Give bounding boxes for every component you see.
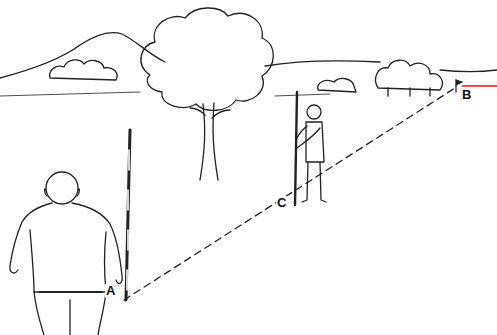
ranging-pole (126, 130, 130, 300)
bush-stems (388, 88, 430, 96)
red-line (462, 85, 497, 86)
hill-line (0, 33, 165, 78)
head (307, 105, 321, 119)
point-label: A (105, 284, 116, 298)
point-label: C (276, 196, 287, 210)
bush (50, 60, 117, 80)
pole-stripes (127, 150, 129, 290)
right-arm (72, 203, 122, 283)
bush (318, 79, 356, 92)
tree-crown (141, 8, 273, 110)
ears (45, 189, 80, 196)
legs (34, 292, 106, 335)
tree-trunk (190, 103, 230, 180)
flag (456, 80, 462, 85)
torso (30, 230, 106, 292)
torso (306, 122, 324, 162)
bush (376, 60, 443, 90)
belt (40, 291, 102, 293)
legs (302, 162, 326, 202)
horizon-line (0, 92, 140, 96)
sight-line (124, 88, 455, 300)
arms (297, 126, 320, 148)
head (46, 172, 78, 204)
point-label: B (461, 88, 472, 102)
hill-line (265, 61, 380, 66)
horizon-line (275, 94, 330, 96)
hill-line (440, 70, 497, 72)
